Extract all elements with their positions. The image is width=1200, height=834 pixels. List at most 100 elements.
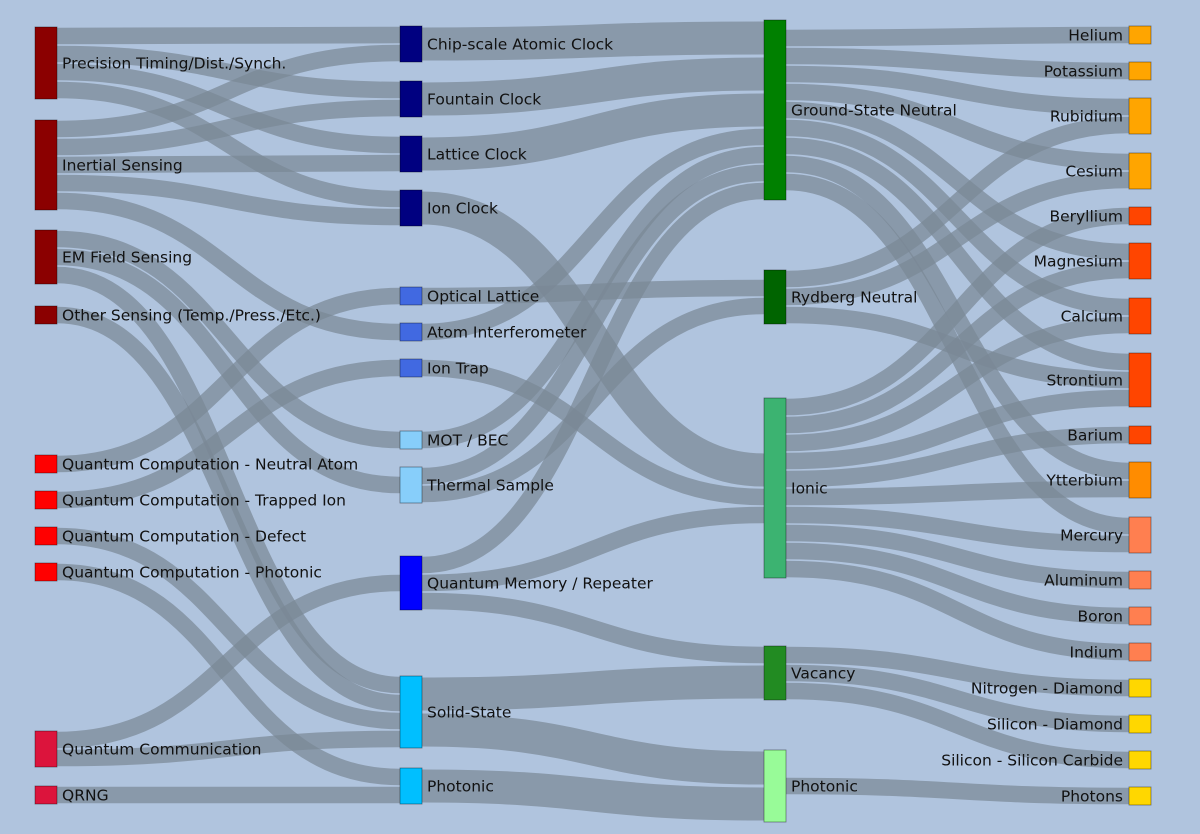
node-bar-mat-ba[interactable] <box>1128 425 1152 445</box>
node-app-timing[interactable]: Precision Timing/Dist./Synch. <box>34 26 286 100</box>
node-bar-mat-he[interactable] <box>1128 25 1152 45</box>
node-bar-plat-rydberg[interactable] <box>763 269 787 325</box>
node-dev-iontrap[interactable]: Ion Trap <box>399 358 489 378</box>
node-bar-dev-solid[interactable] <box>399 675 423 749</box>
node-plat-ionic[interactable]: Ionic <box>763 397 828 579</box>
node-bar-mat-sic[interactable] <box>1128 750 1152 770</box>
node-bar-app-qc-defect[interactable] <box>34 526 58 546</box>
node-plat-gsn[interactable]: Ground-State Neutral <box>763 19 957 201</box>
node-bar-mat-cs[interactable] <box>1128 152 1152 190</box>
node-app-qrng[interactable]: QRNG <box>34 785 109 805</box>
node-mat-nd[interactable]: Nitrogen - Diamond <box>971 678 1152 698</box>
node-bar-dev-photonic[interactable] <box>399 767 423 805</box>
node-plat-vacancy[interactable]: Vacancy <box>763 645 855 701</box>
node-bar-app-qc-photonic[interactable] <box>34 562 58 582</box>
node-mat-cs[interactable]: Cesium <box>1065 152 1152 190</box>
node-app-qc-neutral[interactable]: Quantum Computation - Neutral Atom <box>34 454 358 474</box>
node-label-app-qcomm: Quantum Communication <box>62 741 261 759</box>
node-bar-mat-mg[interactable] <box>1128 242 1152 280</box>
link-dev-solid-to-plat-photonic <box>421 713 765 785</box>
node-mat-sic[interactable]: Silicon - Silicon Carbide <box>941 750 1152 770</box>
node-bar-mat-in[interactable] <box>1128 642 1152 662</box>
node-app-inertial[interactable]: Inertial Sensing <box>34 119 183 211</box>
node-dev-fountain[interactable]: Fountain Clock <box>399 80 541 118</box>
node-bar-mat-rb[interactable] <box>1128 97 1152 135</box>
node-app-qc-ion[interactable]: Quantum Computation - Trapped Ion <box>34 490 346 510</box>
node-mat-yb[interactable]: Ytterbium <box>1045 461 1152 499</box>
node-bar-dev-mot[interactable] <box>399 430 423 450</box>
node-app-qc-photonic[interactable]: Quantum Computation - Photonic <box>34 562 322 582</box>
node-bar-mat-b[interactable] <box>1128 606 1152 626</box>
node-label-dev-chip: Chip-scale Atomic Clock <box>427 36 613 54</box>
node-bar-mat-sr[interactable] <box>1128 352 1152 408</box>
node-bar-mat-hg[interactable] <box>1128 516 1152 554</box>
node-app-em[interactable]: EM Field Sensing <box>34 229 192 285</box>
node-dev-optlattice[interactable]: Optical Lattice <box>399 286 539 306</box>
node-label-app-qc-ion: Quantum Computation - Trapped Ion <box>62 492 346 510</box>
node-dev-lattice[interactable]: Lattice Clock <box>399 135 527 173</box>
node-mat-photons[interactable]: Photons <box>1061 786 1152 806</box>
node-bar-app-em[interactable] <box>34 229 58 285</box>
node-dev-solid[interactable]: Solid-State <box>399 675 511 749</box>
node-app-qcomm[interactable]: Quantum Communication <box>34 730 261 768</box>
node-bar-plat-photonic[interactable] <box>763 749 787 823</box>
node-mat-sr[interactable]: Strontium <box>1046 352 1152 408</box>
node-bar-mat-k[interactable] <box>1128 61 1152 81</box>
node-label-dev-qmem: Quantum Memory / Repeater <box>427 575 653 593</box>
node-bar-plat-vacancy[interactable] <box>763 645 787 701</box>
node-bar-plat-gsn[interactable] <box>763 19 787 201</box>
node-bar-dev-lattice[interactable] <box>399 135 423 173</box>
node-mat-ba[interactable]: Barium <box>1067 425 1152 445</box>
node-bar-dev-thermal[interactable] <box>399 466 423 504</box>
node-mat-rb[interactable]: Rubidium <box>1050 97 1152 135</box>
link-plat-ionic-to-mat-ca <box>785 316 1130 452</box>
node-app-other[interactable]: Other Sensing (Temp./Press./Etc.) <box>34 305 321 325</box>
node-bar-app-qc-ion[interactable] <box>34 490 58 510</box>
node-mat-b[interactable]: Boron <box>1078 606 1152 626</box>
node-dev-qmem[interactable]: Quantum Memory / Repeater <box>399 555 653 611</box>
link-app-qc-defect-to-dev-solid <box>56 527 401 730</box>
node-bar-dev-optlattice[interactable] <box>399 286 423 306</box>
flow-nodes: Precision Timing/Dist./Synch. Inertial Se… <box>34 19 1152 823</box>
link-dev-mot-to-plat-gsn <box>421 146 765 449</box>
node-bar-app-inertial[interactable] <box>34 119 58 211</box>
node-dev-thermal[interactable]: Thermal Sample <box>399 466 554 504</box>
node-mat-sid[interactable]: Silicon - Diamond <box>987 714 1152 734</box>
node-dev-photonic[interactable]: Photonic <box>399 767 494 805</box>
node-bar-mat-yb[interactable] <box>1128 461 1152 499</box>
node-bar-plat-ionic[interactable] <box>763 397 787 579</box>
node-plat-rydberg[interactable]: Rydberg Neutral <box>763 269 917 325</box>
node-bar-dev-fountain[interactable] <box>399 80 423 118</box>
node-bar-dev-qmem[interactable] <box>399 555 423 611</box>
node-bar-dev-ionclock[interactable] <box>399 189 423 227</box>
node-dev-ionclock[interactable]: Ion Clock <box>399 189 498 227</box>
node-mat-al[interactable]: Aluminum <box>1044 570 1152 590</box>
node-mat-k[interactable]: Potassium <box>1044 61 1152 81</box>
node-bar-mat-sid[interactable] <box>1128 714 1152 734</box>
node-mat-hg[interactable]: Mercury <box>1060 516 1152 554</box>
node-app-qc-defect[interactable]: Quantum Computation - Defect <box>34 526 306 546</box>
node-bar-dev-iontrap[interactable] <box>399 358 423 378</box>
node-bar-app-qcomm[interactable] <box>34 730 58 768</box>
node-bar-app-qc-neutral[interactable] <box>34 454 58 474</box>
node-bar-mat-be[interactable] <box>1128 206 1152 226</box>
node-bar-mat-ca[interactable] <box>1128 297 1152 335</box>
node-bar-dev-chip[interactable] <box>399 25 423 63</box>
node-dev-interf[interactable]: Atom Interferometer <box>399 322 587 342</box>
node-mat-he[interactable]: Helium <box>1068 25 1152 45</box>
node-mat-be[interactable]: Beryllium <box>1049 206 1152 226</box>
node-dev-mot[interactable]: MOT / BEC <box>399 430 508 450</box>
node-bar-mat-nd[interactable] <box>1128 678 1152 698</box>
node-bar-app-qrng[interactable] <box>34 785 58 805</box>
node-mat-mg[interactable]: Magnesium <box>1034 242 1152 280</box>
node-bar-mat-al[interactable] <box>1128 570 1152 590</box>
node-bar-dev-interf[interactable] <box>399 322 423 342</box>
node-label-mat-cs: Cesium <box>1065 163 1123 181</box>
node-dev-chip[interactable]: Chip-scale Atomic Clock <box>399 25 613 63</box>
node-plat-photonic[interactable]: Photonic <box>763 749 858 823</box>
node-bar-mat-photons[interactable] <box>1128 786 1152 806</box>
node-mat-in[interactable]: Indium <box>1070 642 1152 662</box>
node-mat-ca[interactable]: Calcium <box>1061 297 1152 335</box>
node-bar-app-timing[interactable] <box>34 26 58 100</box>
node-bar-app-other[interactable] <box>34 305 58 325</box>
